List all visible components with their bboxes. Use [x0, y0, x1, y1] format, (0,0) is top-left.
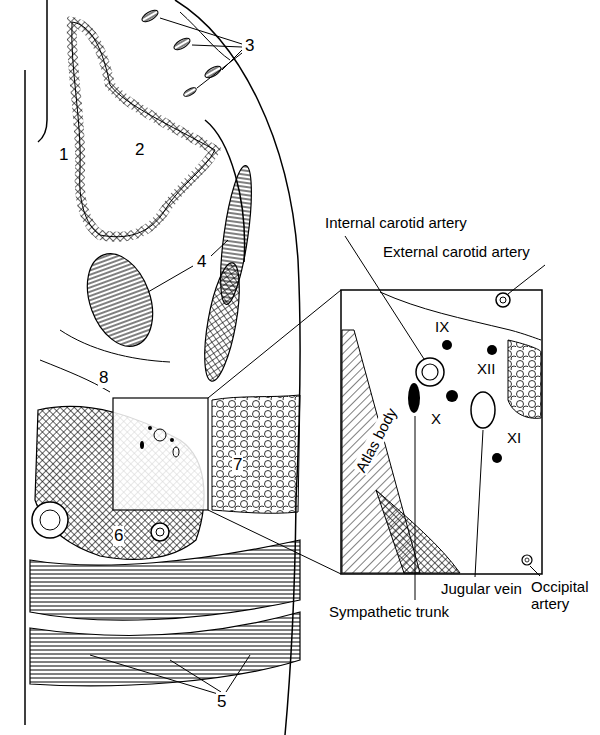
leader-line — [415, 416, 416, 600]
nerve-label: IX — [434, 318, 450, 335]
inset-detail — [522, 555, 532, 565]
leader-line — [148, 266, 193, 292]
inset-marker — [173, 447, 179, 457]
inset-marker — [154, 429, 166, 441]
callout-number: 8 — [98, 368, 109, 388]
leader-line — [148, 240, 228, 292]
vessel-group — [140, 8, 160, 24]
structure-label: Atlas body — [351, 404, 400, 476]
inset-detail — [525, 558, 529, 562]
inset-detail — [496, 293, 510, 307]
inset-marker — [140, 441, 144, 449]
inset-detail — [492, 453, 502, 463]
inset-detail — [341, 290, 542, 574]
vertebra — [156, 528, 164, 536]
neck-muscle — [30, 540, 300, 686]
callout-number: 7 — [232, 455, 243, 475]
outline-lines — [40, 360, 110, 392]
leader-line — [530, 566, 540, 576]
outline-lines — [25, 0, 300, 735]
leader-line — [170, 660, 221, 692]
inset-detail — [508, 340, 541, 418]
inset-detail — [341, 290, 542, 574]
vertebra — [40, 510, 60, 530]
inset-marker — [170, 438, 174, 442]
outline-lines — [24, 70, 26, 725]
callout-number: 1 — [58, 145, 69, 165]
maxillary-sinus — [72, 22, 215, 237]
leader-line — [90, 655, 250, 694]
vertebra — [32, 502, 68, 538]
structure-label: Jugular vein — [440, 580, 523, 597]
vessel-group — [172, 36, 192, 52]
maxillary-sinus — [72, 22, 215, 237]
inset-detail — [442, 340, 452, 350]
callout-number: 4 — [196, 252, 207, 272]
inset-detail — [487, 345, 497, 355]
callout-number: 5 — [216, 692, 227, 712]
vertebra — [151, 523, 169, 541]
inset-detail — [422, 364, 438, 380]
leader-line — [508, 265, 545, 294]
inset-marker — [113, 398, 208, 510]
parotid-gland — [212, 395, 300, 513]
muscle — [198, 260, 246, 383]
structure-label: Occipital artery — [530, 578, 596, 613]
neck-muscle — [30, 612, 300, 686]
muscle — [75, 245, 164, 356]
leader-line — [197, 53, 242, 88]
leader-line — [345, 236, 545, 600]
nerve-label: XI — [506, 429, 522, 446]
leader-line — [192, 45, 242, 47]
vessel-group — [182, 86, 197, 98]
callout-number: 6 — [113, 526, 124, 546]
inset-detail — [500, 297, 506, 303]
structure-label: Sympathetic trunk — [328, 603, 450, 620]
maxillary-sinus — [72, 22, 215, 237]
inset-detail — [380, 292, 541, 340]
leader-line — [222, 50, 242, 70]
inset-marker — [208, 290, 341, 398]
leader-line — [90, 655, 218, 694]
outline-lines — [180, 12, 230, 60]
inset-detail — [408, 383, 420, 413]
leader-line — [160, 18, 242, 44]
structure-label: External carotid artery — [382, 243, 531, 260]
nerve-label: XII — [476, 360, 496, 377]
inset-detail — [376, 490, 460, 573]
leader-line — [211, 240, 228, 256]
callout-number: 3 — [244, 36, 255, 56]
neck-muscle — [30, 540, 300, 620]
leader-line — [226, 655, 250, 692]
outline-lines — [38, 0, 47, 142]
vessel-group — [140, 8, 223, 98]
parotid-gland — [212, 395, 300, 513]
inset-detail — [471, 392, 495, 428]
leader-line — [160, 18, 242, 88]
inset-marker — [148, 426, 152, 430]
nerve-label: X — [430, 410, 442, 427]
muscle — [75, 164, 257, 384]
leader-line — [475, 430, 483, 577]
callout-number: 2 — [134, 140, 145, 160]
structure-label: Internal carotid artery — [324, 214, 468, 231]
inset-marker — [113, 290, 341, 574]
inset-detail — [446, 390, 458, 402]
inset-detail — [416, 358, 444, 386]
vessel-group — [203, 64, 223, 80]
